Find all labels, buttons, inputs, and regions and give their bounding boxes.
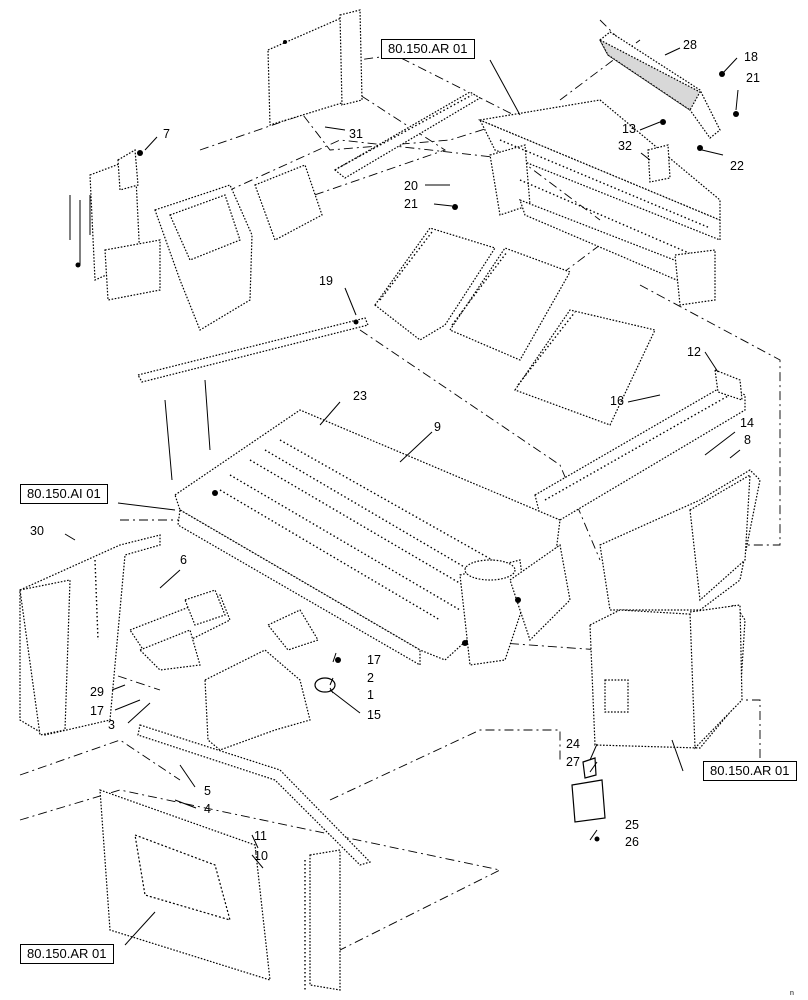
- upper-right-shield: [598, 31, 721, 183]
- callout-17: 17: [367, 653, 381, 667]
- ref-box-right-mid[interactable]: 80.150.AR 01: [703, 761, 797, 781]
- callout-9: 9: [434, 420, 441, 434]
- callout-29: 29: [90, 685, 104, 699]
- callout-21b: 21: [404, 197, 418, 211]
- right-hopper: [599, 469, 761, 611]
- left-front-cover: [19, 534, 161, 736]
- floor-panels: [374, 227, 656, 426]
- upper-left-panel: [267, 9, 363, 126]
- ref-box-top[interactable]: 80.150.AR 01: [381, 39, 475, 59]
- callout-labels: 28 18 21 13 22 32 20 21 31 7 19 12 16 14…: [30, 38, 794, 997]
- diagonal-rod: [137, 317, 369, 383]
- callout-17b: 17: [90, 704, 104, 718]
- leader-lines: [64, 47, 741, 946]
- callout-11: 11: [254, 829, 267, 843]
- callout-6: 6: [180, 553, 187, 567]
- callout-22: 22: [730, 159, 744, 173]
- callout-14: 14: [740, 416, 754, 430]
- callout-20: 20: [404, 179, 418, 193]
- callout-31: 31: [349, 127, 363, 141]
- callout-24: 24: [566, 737, 580, 751]
- callout-23: 23: [353, 389, 367, 403]
- callout-19: 19: [319, 274, 333, 288]
- right-cover-box: [589, 604, 746, 750]
- callout-15: 15: [367, 708, 381, 722]
- callout-32: 32: [618, 139, 632, 153]
- callout-3: 3: [108, 718, 115, 732]
- corner-mark: n: [790, 990, 794, 997]
- callout-18: 18: [744, 50, 758, 64]
- long-rail-rod: [333, 91, 482, 179]
- callout-21: 21: [746, 71, 760, 85]
- ref-box-left-mid[interactable]: 80.150.AI 01: [20, 484, 108, 504]
- callout-1: 1: [367, 688, 374, 702]
- bottom-window-panel: [99, 789, 341, 991]
- lower-rod: [137, 724, 372, 866]
- ref-box-bottom-left[interactable]: 80.150.AR 01: [20, 944, 114, 964]
- main-chassis: [164, 379, 571, 667]
- callout-8: 8: [744, 433, 751, 447]
- left-bracket-assembly: [69, 149, 161, 301]
- center-left-brackets: [129, 589, 231, 671]
- callout-5: 5: [204, 784, 211, 798]
- callout-30: 30: [30, 524, 44, 538]
- callout-4: 4: [204, 802, 211, 816]
- callout-25: 25: [625, 818, 639, 832]
- callout-7: 7: [163, 127, 170, 141]
- callout-28: 28: [683, 38, 697, 52]
- callout-2: 2: [367, 671, 374, 685]
- upper-right-frame: [477, 99, 721, 306]
- right-crossbar: [534, 369, 746, 521]
- callout-26: 26: [625, 835, 639, 849]
- callout-16: 16: [610, 394, 624, 408]
- center-gusset: [204, 609, 319, 751]
- decal-set: [571, 757, 606, 842]
- clamp-part: [314, 657, 341, 693]
- callout-12: 12: [687, 345, 701, 359]
- callout-27: 27: [566, 755, 580, 769]
- callout-10: 10: [254, 849, 268, 863]
- left-side-panel: [154, 164, 323, 331]
- callout-13: 13: [622, 122, 636, 136]
